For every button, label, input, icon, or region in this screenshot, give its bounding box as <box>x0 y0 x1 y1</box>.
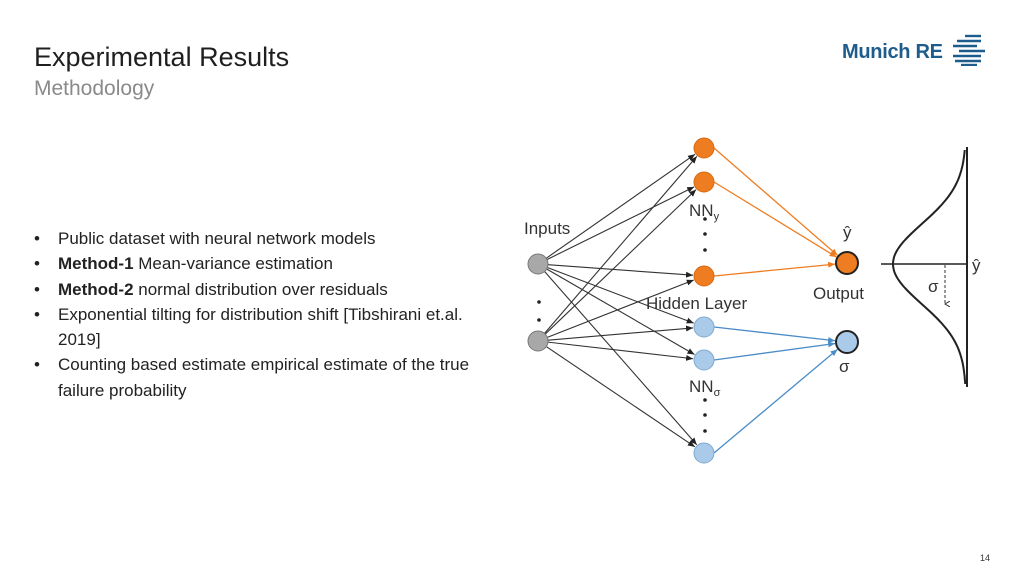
bullet-item: Counting based estimate empirical estima… <box>34 352 474 403</box>
edge <box>713 147 839 256</box>
sigma-label: σ <box>839 357 850 376</box>
yhat-label: ŷ <box>843 223 852 242</box>
hidden-node-nn-y <box>693 137 715 159</box>
edge <box>547 325 694 341</box>
ellipsis-dot <box>537 318 541 322</box>
munich-re-emblem-icon <box>952 34 985 66</box>
hidden-layer-label: Hidden Layer <box>646 294 747 313</box>
input-node <box>527 253 549 275</box>
hidden-output-edges <box>713 147 839 454</box>
edge <box>545 153 696 259</box>
input-hidden-edges <box>544 153 698 448</box>
output-node-yhat <box>835 251 859 275</box>
hidden-node-nn-sigma <box>693 442 715 464</box>
hidden-node-nn-y <box>693 171 715 193</box>
edge <box>544 155 698 334</box>
edge <box>544 271 698 446</box>
edge <box>713 326 836 343</box>
output-node-sigma <box>835 330 859 354</box>
edge <box>713 341 836 361</box>
edge <box>713 261 836 277</box>
nn-sigma-label: NNσ <box>689 377 721 399</box>
hidden-node-nn-y <box>693 265 715 287</box>
edge <box>545 346 696 448</box>
output-label: Output <box>813 284 864 303</box>
gauss-sigma-label: σ <box>928 277 939 296</box>
edge <box>547 267 694 324</box>
edge <box>713 348 838 454</box>
input-node <box>527 330 549 352</box>
edge <box>544 189 697 335</box>
edge <box>713 181 837 258</box>
bullet-item: Method-2 normal distribution over residu… <box>34 277 474 303</box>
ellipsis-dot <box>537 300 541 304</box>
slide-subtitle: Methodology <box>34 77 155 100</box>
page-number: 14 <box>979 553 990 563</box>
inputs-label: Inputs <box>524 219 570 238</box>
edge <box>546 186 695 261</box>
gauss-yhat-label: ŷ <box>972 256 981 275</box>
gaussian-plot: ŷ σ <box>881 147 981 387</box>
bullet-item: Public dataset with neural network model… <box>34 226 474 252</box>
edge <box>547 264 694 278</box>
nn-y-label: NNy <box>689 201 720 223</box>
hidden-node-nn-sigma <box>693 316 715 338</box>
bullet-item: Method-1 Mean-variance estimation <box>34 251 474 277</box>
munich-re-logo: Munich RE <box>842 34 985 66</box>
edge <box>547 341 694 361</box>
bullet-list: Public dataset with neural network model… <box>34 226 474 403</box>
edge <box>547 279 694 338</box>
hidden-node-nn-sigma <box>693 349 715 371</box>
bullet-item: Exponential tilting for distribution shi… <box>34 302 474 353</box>
slide-title: Experimental Results <box>34 42 290 72</box>
edge <box>546 268 695 355</box>
logo-text: Munich RE <box>842 40 943 63</box>
